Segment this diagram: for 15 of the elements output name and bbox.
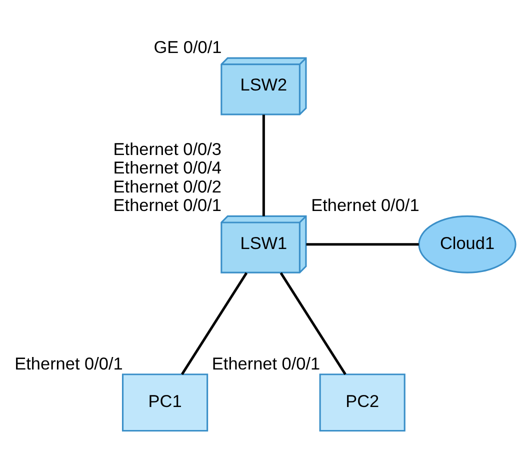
connector xyxy=(306,242,419,246)
node-label: Ethernet 0/0/1 xyxy=(14,352,123,373)
node-label: GE 0/0/1 xyxy=(154,36,222,57)
node-label: Ethernet 0/0/1 xyxy=(311,194,420,215)
connector xyxy=(180,272,248,374)
node-label: Ethernet 0/0/2 xyxy=(113,176,222,196)
connector xyxy=(280,272,346,374)
node-ellipse: Cloud1 xyxy=(418,214,516,273)
node-box: PC2 xyxy=(319,373,406,432)
node-label: Ethernet 0/0/1 xyxy=(113,194,222,215)
node-label: Ethernet 0/0/1 xyxy=(212,352,320,373)
node-label: Ethernet 0/0/3 xyxy=(113,138,222,158)
node-box: PC1 xyxy=(122,373,208,432)
node-label: Ethernet 0/0/4 xyxy=(113,157,222,178)
connector xyxy=(262,114,265,216)
